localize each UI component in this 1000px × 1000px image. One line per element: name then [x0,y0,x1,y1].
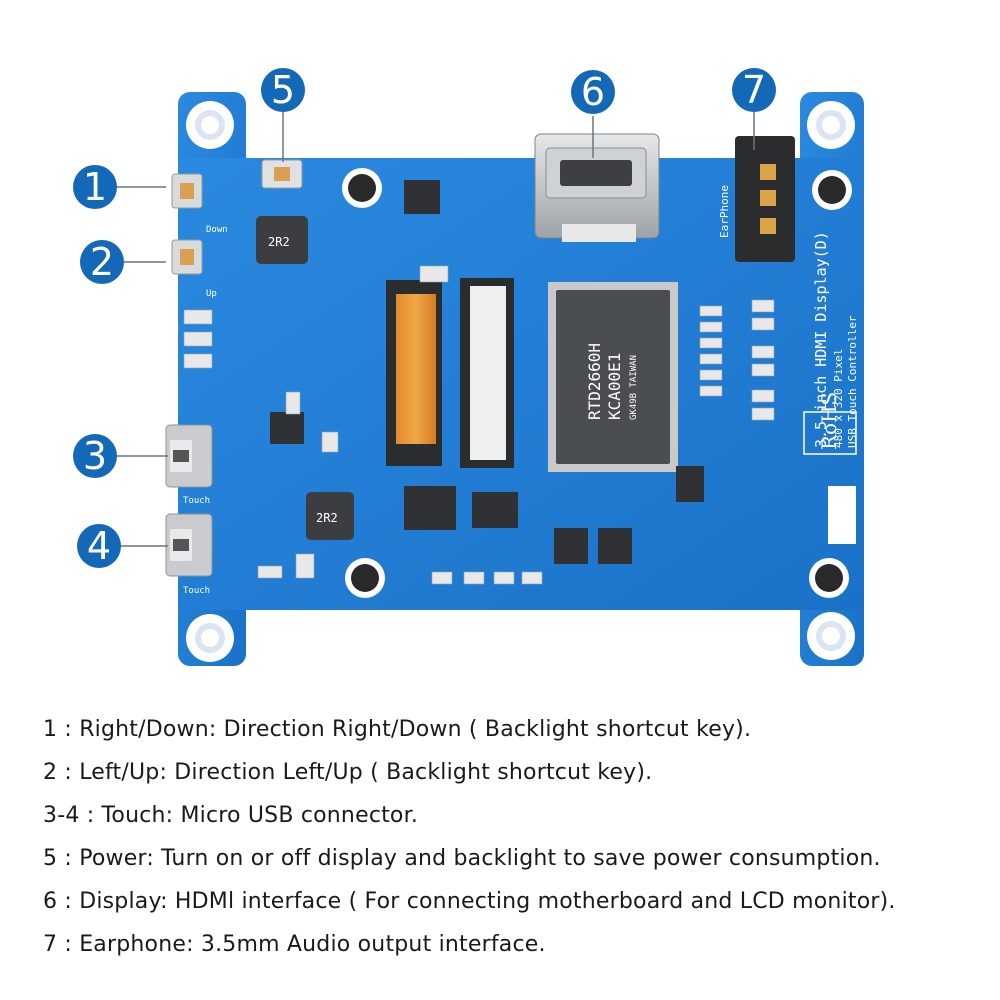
rohs-box [803,411,857,455]
board-diagram: Down Up Touch Touch EarPhone [73,68,864,666]
svg-text:6: 6 [581,70,605,114]
ce-mark: CE [830,493,851,520]
legend: 1 : Right/Down: Direction Right/Down ( B… [43,712,983,970]
earphone-jack[interactable] [735,136,795,262]
main-controller-chip [548,282,678,472]
down-label: Down [206,225,228,235]
hdmi-connector[interactable] [534,133,660,242]
callout-2: 2 [80,240,124,284]
rohs-mark: RoHS [817,392,841,450]
power-button[interactable] [261,159,303,189]
legend-item-4: 5 : Power: Turn on or off display and ba… [43,846,881,871]
svg-text:2: 2 [90,240,114,284]
svg-text:5: 5 [271,68,295,112]
board-title-line2: 480 x 320 Pixel [832,349,845,448]
chip-label-3: GK49B TAIWAN [629,355,639,420]
micro-usb-connector-1[interactable] [165,424,213,488]
callout-7: 7 [732,68,776,112]
callout-3: 3 [73,434,117,478]
earphone-silk-label: EarPhone [718,185,731,238]
board-title-line1: 3.5 inch HDMI Display(D) [812,231,830,448]
callout-5: 5 [261,68,305,112]
legend-item-2: 2 : Left/Up: Direction Left/Up ( Backlig… [43,760,653,785]
smd-components [183,265,775,585]
left-up-button[interactable] [171,239,203,275]
up-label: Up [206,289,217,299]
board-title-line3: USB Touch Controller [846,315,859,448]
touch-label-2: Touch [183,586,210,596]
legend-item-5: 6 : Display: HDMl interface ( For connec… [43,889,896,914]
ce-box [828,486,856,544]
mounting-holes [186,101,855,662]
chip-label-1: RTD2660H [585,343,604,420]
legend-item-3: 3-4 : Touch: Micro USB connector. [43,803,419,828]
inductor-2-label: 2R2 [316,511,338,525]
callout-4: 4 [77,524,121,568]
svg-text:7: 7 [742,68,766,112]
legend-item-1: 1 : Right/Down: Direction Right/Down ( B… [43,717,752,742]
inductor-2 [306,492,354,540]
callout-6: 6 [571,70,615,114]
callout-1: 1 [73,165,117,209]
chip-label-2: KCA00E1 [605,353,624,420]
legend-item-6: 7 : Earphone: 3.5mm Audio output interfa… [43,932,546,957]
svg-text:3: 3 [83,434,107,478]
inductor-1 [256,216,308,264]
touch-label-1: Touch [183,496,210,506]
callout-leaders [116,112,755,547]
svg-text:1: 1 [83,165,107,209]
inductor-1-label: 2R2 [268,235,290,249]
micro-usb-connector-2[interactable] [165,513,213,577]
svg-text:4: 4 [87,524,111,568]
ffc-ribbon-connector [386,278,514,468]
right-down-button[interactable] [171,173,203,209]
small-ics [270,180,704,564]
